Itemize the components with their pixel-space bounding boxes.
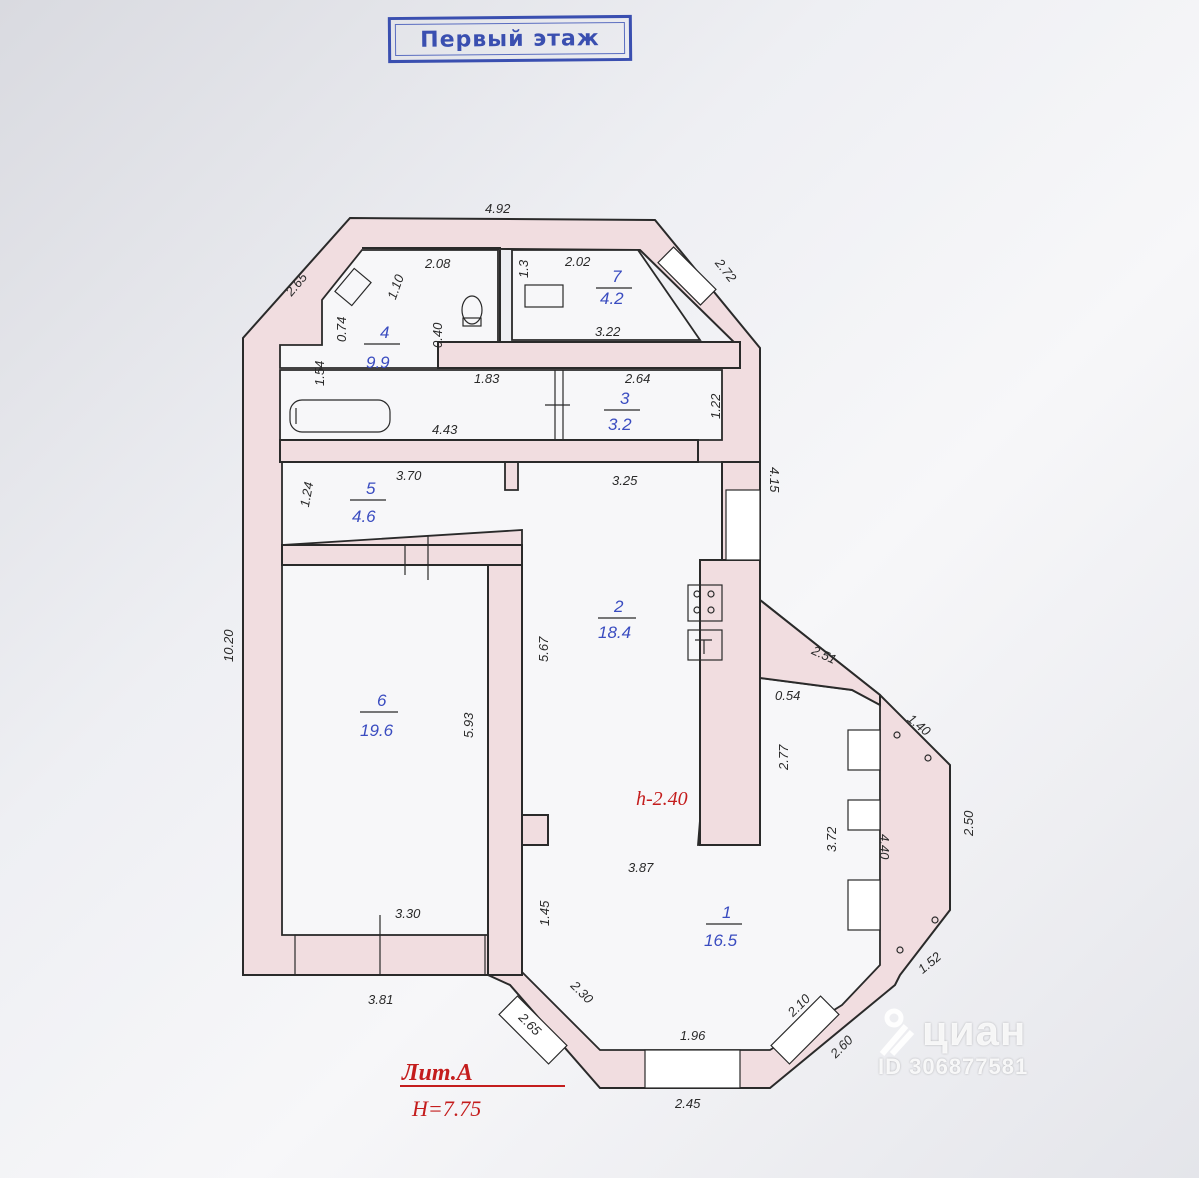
room-6-area: 19.6: [360, 721, 394, 740]
dim-hall-top: 1.83: [474, 371, 500, 386]
window-sw: [498, 995, 568, 1065]
room-6-cavity: [281, 564, 489, 936]
window-south: [644, 1049, 741, 1089]
room-5-number: 5: [366, 479, 376, 498]
window-bay-1: [847, 729, 881, 771]
window-se: [770, 995, 840, 1065]
dim-bay-b: 2.50: [961, 810, 976, 837]
dim-room6-right: 5.93: [461, 712, 476, 738]
room-3-area: 3.2: [608, 415, 632, 434]
dim-bath-side: 1.54: [312, 361, 327, 386]
dim-ne-corner: 2.72: [711, 255, 739, 286]
lit-label: Лит.А: [401, 1060, 473, 1086]
dim-outer-bottom-left: 3.81: [368, 992, 393, 1007]
partition-bath-hall: [279, 439, 699, 463]
room-1-number: 1: [722, 903, 731, 922]
watermark-id: ID 306877581: [878, 1054, 1029, 1079]
ceiling-height: h-2.40: [636, 788, 688, 810]
dim-room7-left: 1.3: [516, 259, 531, 278]
room-7-area: 4.2: [600, 289, 624, 308]
partition-room6-right: [487, 564, 523, 976]
dim-bay-d: 4.40: [877, 834, 892, 860]
dim-room7-top: 2.02: [564, 254, 591, 269]
dim-room3-right: 1.22: [708, 393, 723, 419]
dim-bay-e: 1.52: [915, 948, 945, 976]
windows: [294, 246, 881, 1089]
dim-bottom-in: 1.96: [680, 1028, 706, 1043]
room-1-area: 16.5: [704, 931, 738, 950]
window-west-bottom: [294, 934, 486, 976]
dim-inner-top: 0.54: [775, 688, 800, 703]
dim-room1-top: 3.87: [628, 860, 654, 875]
window-ne: [657, 246, 717, 306]
window-bay-2: [847, 799, 881, 831]
dim-right-upper: 4.15: [767, 467, 782, 493]
dim-room2-left: 5.67: [536, 636, 551, 662]
room-4-cavity: [279, 249, 499, 369]
kitchen-sink-icon: [687, 629, 723, 661]
toilet-icon: [461, 295, 483, 325]
total-height: H=7.75: [411, 1096, 481, 1121]
window-bay-3: [847, 879, 881, 931]
room-6-number: 6: [377, 691, 387, 710]
watermark-brand: циан: [922, 1007, 1027, 1054]
fixtures: [289, 267, 939, 954]
boiler-icon: [334, 267, 372, 307]
dim-room5-side: 1.24: [297, 481, 316, 509]
stove-icon: [687, 584, 723, 622]
dim-bath-bottom: 4.43: [432, 422, 458, 437]
dim-room7-bottom: 3.22: [595, 324, 621, 339]
dim-bottom-out: 2.45: [674, 1096, 701, 1111]
map-pin-icon: [879, 1008, 915, 1056]
dim-room1-left: 1.45: [537, 900, 552, 926]
room-4-number: 4: [380, 323, 389, 342]
room-5-area: 4.6: [352, 507, 376, 526]
partition-room4-bath: [437, 341, 741, 369]
dim-room4-small-b: 0.74: [334, 317, 349, 342]
dim-left-total: 10.20: [221, 629, 236, 662]
watermark: циан ID 306877581: [878, 1007, 1029, 1080]
room-2-number: 2: [613, 597, 624, 616]
partition-door-stub: [521, 814, 549, 846]
dim-room2-top: 3.25: [612, 473, 638, 488]
dim-inner-side: 2.77: [776, 744, 791, 771]
room-labels: 1 16.5 2 18.4 3 3.2 4 9.9 5 4.6 6 19.6 7…: [350, 267, 742, 950]
dim-bay-c: 3.72: [824, 826, 839, 852]
window-east: [725, 489, 761, 561]
bathtub: [289, 399, 391, 433]
dim-room5-top: 3.70: [396, 468, 422, 483]
partition-room5-room6: [281, 544, 523, 566]
dim-top-width: 4.92: [485, 201, 511, 216]
room-4-area: 9.9: [366, 353, 390, 372]
room-3-number: 3: [620, 389, 630, 408]
dim-room3-top: 2.64: [624, 371, 650, 386]
room-7-number: 7: [612, 267, 622, 286]
dim-room4-top: 2.08: [424, 256, 451, 271]
sink-icon: [524, 284, 564, 308]
dim-room4-small-c: 0.40: [430, 322, 445, 348]
room-2-area: 18.4: [598, 623, 631, 642]
dim-room6-bottom: 3.30: [395, 906, 421, 921]
room-7-cavity: [511, 249, 702, 341]
partition-room1-top: [699, 559, 761, 846]
